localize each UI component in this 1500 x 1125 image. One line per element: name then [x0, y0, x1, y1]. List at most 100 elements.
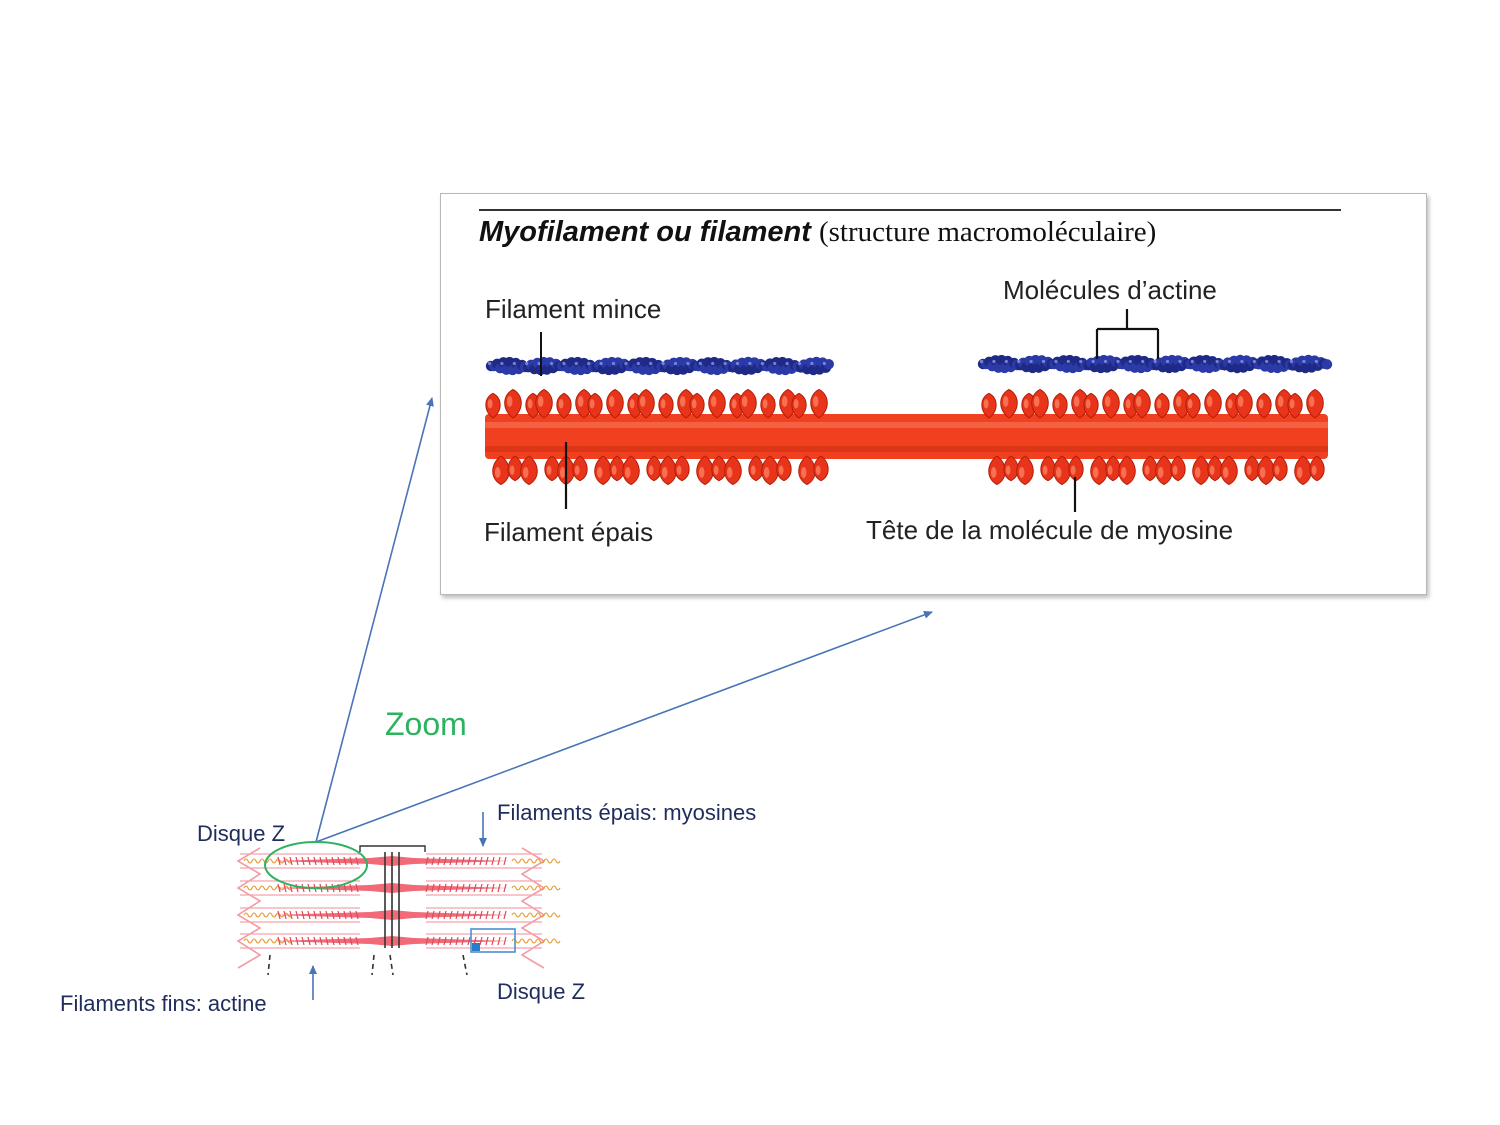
myosin-tick — [319, 910, 323, 920]
actin-left-highlight — [611, 361, 616, 366]
actin-right-highlight — [979, 359, 984, 364]
actin-left-highlight — [574, 361, 578, 366]
myosin-tick — [289, 910, 293, 920]
myosin-head-highlight — [661, 467, 668, 478]
inset-title-rest: (structure macromoléculaire) — [818, 216, 1157, 248]
myosin-head-highlight — [1107, 465, 1113, 475]
myosin-tick — [283, 856, 287, 866]
actin-left-highlight — [760, 361, 764, 366]
h-zone-bracket-left — [359, 845, 392, 852]
actin-right-highlight — [1240, 359, 1244, 364]
thick-filament-body — [272, 910, 510, 920]
myosin-tick — [313, 910, 317, 920]
sarcomere-schematic — [236, 812, 561, 1000]
thick-filament-body — [272, 936, 510, 946]
myosin-tick — [349, 883, 353, 893]
myosin-tick — [461, 936, 465, 946]
myosin-head-highlight — [713, 465, 719, 475]
sarcomere-rows — [240, 853, 561, 949]
label-thick-filament: Filament épais — [484, 517, 654, 547]
inset-title: Myofilament ou filament (structure macro… — [479, 216, 1156, 249]
myosin-head-highlight — [1002, 396, 1009, 407]
myosin-head-highlight — [577, 396, 584, 407]
myosin-head-highlight — [509, 465, 515, 475]
actin-left-highlight — [698, 361, 702, 366]
actin-left-highlight — [723, 361, 727, 366]
thick-filament-body — [272, 883, 510, 893]
myosin-tick — [301, 856, 305, 866]
myosin-tick — [307, 856, 311, 866]
myosin-tick — [355, 856, 359, 866]
myosin-head-highlight — [1033, 396, 1040, 407]
myosin-tick — [331, 936, 335, 946]
actin-left-highlight — [686, 361, 690, 366]
myosin-tick — [467, 910, 471, 920]
label-thin-filaments: Filaments fins: actine — [60, 991, 267, 1016]
myosin-tick — [355, 910, 359, 920]
thin-filament-left — [485, 356, 834, 376]
zoom-arrow-lower — [315, 611, 933, 843]
myosin-head-highlight — [731, 399, 737, 409]
myosin-tick — [485, 856, 489, 866]
myosin-tick — [295, 936, 299, 946]
myosin-head-highlight — [762, 399, 768, 409]
myosin-tick — [425, 936, 429, 946]
myosin-head-highlight — [726, 467, 733, 478]
myosin-head-highlight — [1054, 399, 1060, 409]
actin-right-highlight — [1116, 359, 1120, 364]
myosin-tick — [455, 936, 459, 946]
myosin-tick — [491, 856, 495, 866]
myosin-tick — [431, 936, 435, 946]
myosin-head-highlight — [1311, 465, 1317, 475]
myosin-tick — [503, 910, 507, 920]
myosin-tick — [331, 883, 335, 893]
myosin-tick — [437, 883, 441, 893]
myosin-head-highlight — [1042, 465, 1048, 475]
label-actin-molecules: Molécules d’actine — [1003, 275, 1217, 305]
myosin-tick — [437, 910, 441, 920]
actin-right-highlight — [1128, 359, 1132, 364]
myosin-head-highlight — [990, 467, 997, 478]
actin-left-highlight — [537, 361, 541, 366]
myosin-tick — [331, 856, 335, 866]
actin-left-highlight — [512, 361, 516, 366]
myosin-tick — [307, 936, 311, 946]
actin-left-highlight — [549, 361, 554, 366]
myosin-tick — [467, 883, 471, 893]
myosin-head-highlight — [815, 465, 821, 475]
myosin-head-highlight — [648, 465, 654, 475]
myosin-tick — [431, 856, 435, 866]
myosin-tick — [449, 910, 453, 920]
myosin-tick — [343, 856, 347, 866]
myosin-tick — [319, 936, 323, 946]
myosin-tick — [337, 910, 341, 920]
myosin-head-highlight — [1070, 465, 1076, 475]
myosin-tick — [355, 936, 359, 946]
myosin-head-highlight — [1156, 399, 1162, 409]
inset-svg — [479, 209, 1341, 512]
actin-right-highlight — [1203, 359, 1207, 364]
actin-right-highlight — [992, 359, 996, 364]
myosin-tick — [455, 856, 459, 866]
myosin-head-highlight — [679, 396, 686, 407]
inset-title-bold: Myofilament ou filament — [479, 216, 811, 248]
myosin-head-highlight — [1246, 465, 1252, 475]
myosin-tick — [491, 883, 495, 893]
myosin-head-highlight — [1277, 396, 1284, 407]
myosin-head-highlight — [487, 399, 493, 409]
myosin-head-highlight — [629, 399, 635, 409]
actin-left-bead — [823, 358, 834, 370]
myosin-backbone-highlight — [485, 422, 1328, 428]
myosin-tick — [307, 910, 311, 920]
myosin-head-highlight — [506, 396, 513, 407]
actin-left-highlight — [785, 361, 789, 366]
actin-left-highlight — [487, 361, 492, 366]
myosin-tick — [355, 883, 359, 893]
myosin-head-highlight — [1125, 399, 1131, 409]
myosin-head-highlight — [1227, 399, 1233, 409]
actin-right-highlight — [1227, 359, 1232, 364]
myosin-tick — [443, 936, 447, 946]
actin-right-highlight — [1066, 359, 1070, 364]
selection-box — [470, 928, 516, 953]
